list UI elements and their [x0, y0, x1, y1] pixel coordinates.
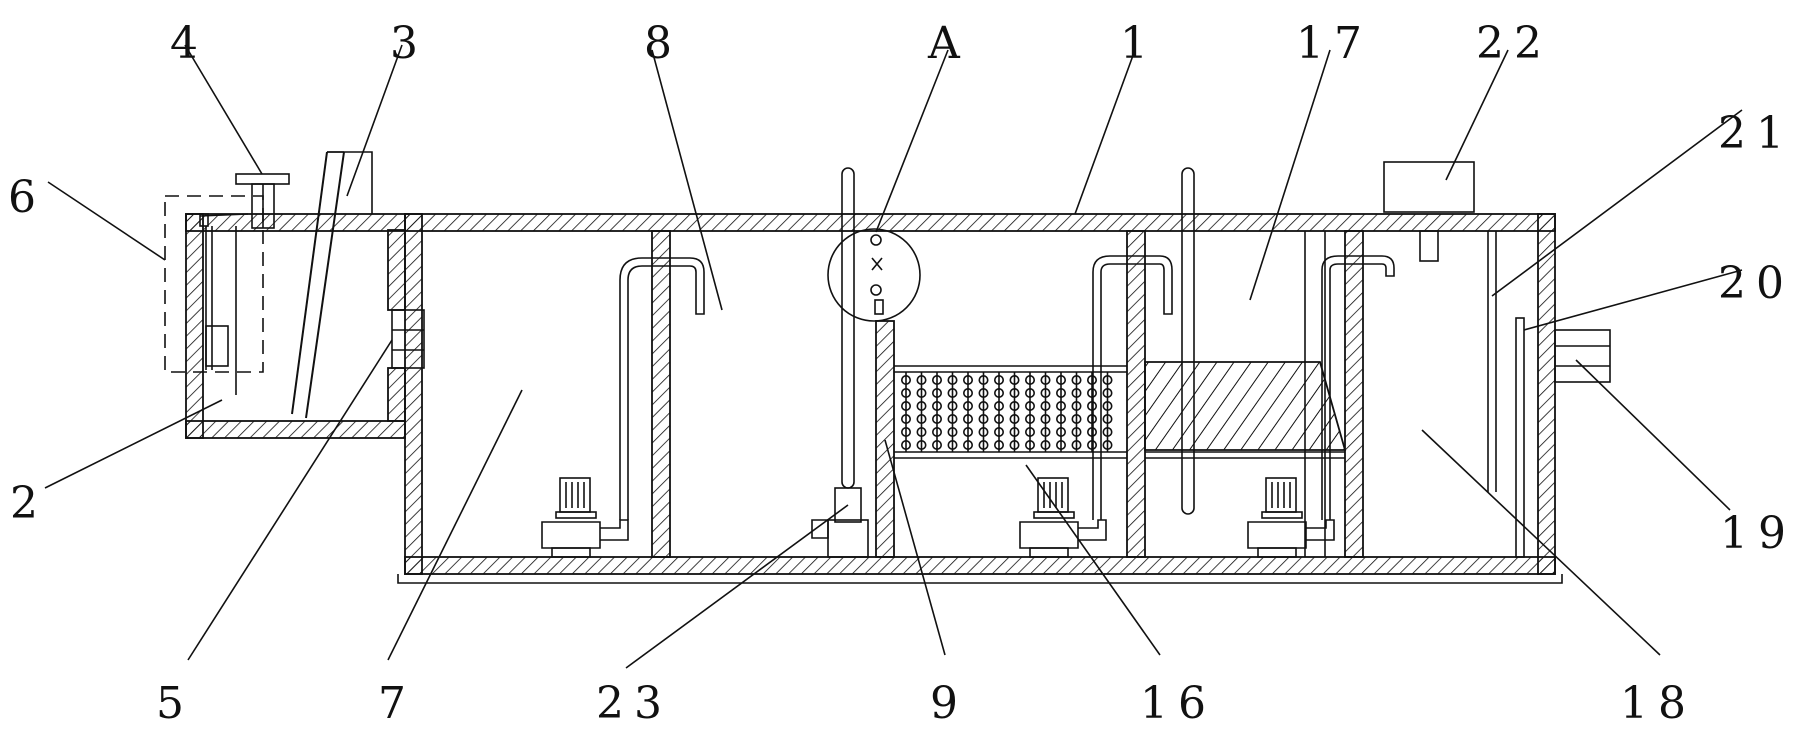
leader-17 [1250, 50, 1330, 300]
callout-A: A [927, 18, 961, 69]
callout-3: 3 [390, 18, 418, 69]
weir-plate [1516, 318, 1524, 557]
valve-dot [871, 285, 881, 295]
inclined-pipe-edge [306, 152, 344, 418]
pump-part [552, 548, 590, 557]
callout-23: 23 [596, 678, 672, 729]
pump-part [1030, 548, 1068, 557]
pump-part [1306, 520, 1334, 540]
inclined-plates [1145, 362, 1345, 450]
callout-9: 9 [930, 678, 958, 729]
leader-22 [1446, 50, 1508, 180]
pre-chamber-top-wall [186, 214, 405, 231]
pump-3 [1248, 478, 1334, 557]
pre-chamber-bottom-wall [186, 421, 405, 438]
hanging-filter-media [902, 372, 1112, 452]
leader-2 [45, 400, 222, 488]
pre-chamber-left-wall [186, 214, 203, 438]
pump-part [1258, 548, 1296, 557]
callout-8: 8 [644, 18, 672, 69]
pump-part [1034, 512, 1074, 518]
submersible-pump [812, 488, 868, 557]
callout-19: 19 [1720, 508, 1796, 559]
pump-part [1266, 478, 1296, 512]
float-body [206, 326, 228, 366]
outlet-pipe [1555, 330, 1610, 382]
leader-19 [1576, 360, 1730, 510]
divider-wall-17-18 [1345, 231, 1363, 557]
leader-20 [1524, 270, 1742, 330]
callout-5: 5 [156, 678, 184, 729]
leader-6 [48, 182, 165, 260]
pump-part [560, 478, 590, 512]
divider-wall-7-8 [652, 231, 670, 557]
callout-18: 18 [1620, 678, 1696, 729]
divider-wall-16-17 [1127, 231, 1145, 557]
tank-left-wall [405, 214, 422, 574]
callout-labels: 4 3 6 2 5 7 8 A 1 17 22 21 20 19 18 16 9… [8, 18, 1796, 729]
pump-part [1262, 512, 1302, 518]
callout-20: 20 [1718, 258, 1794, 309]
pump-part [1038, 478, 1068, 512]
callout-21: 21 [1718, 108, 1794, 159]
pump-part [1078, 520, 1106, 540]
leader-21 [1492, 110, 1742, 296]
leader-A [876, 50, 948, 232]
filter-frame [894, 366, 1127, 458]
pre-chamber-divider-lower [388, 368, 405, 421]
tank-bottom-wall [405, 557, 1555, 574]
callout-16: 16 [1140, 678, 1216, 729]
valve-dot [871, 235, 881, 245]
leader-1 [1075, 50, 1135, 214]
pump-1 [542, 478, 628, 557]
inclined-pipe-edge [292, 152, 327, 414]
callout-2: 2 [10, 478, 38, 529]
pump-part [542, 522, 600, 548]
control-box [1384, 162, 1474, 212]
main-tank [398, 214, 1562, 583]
tank-base-plate [398, 574, 1562, 583]
tank-top-wall [405, 214, 1555, 231]
inclined-pipe [292, 152, 372, 418]
tank-right-wall [1538, 214, 1555, 574]
pump-part [600, 520, 628, 540]
inclined-plate-pack [1145, 231, 1345, 557]
divider-wall-9 [876, 321, 894, 557]
callout-4: 4 [170, 18, 198, 69]
pump-part [556, 512, 596, 518]
pump-part [1248, 522, 1306, 548]
control-box-probe [1420, 231, 1438, 261]
flange-plate [236, 174, 289, 184]
callout-17: 17 [1296, 18, 1372, 69]
leader-5 [188, 340, 392, 660]
callout-6: 6 [8, 172, 36, 223]
valve-cross [872, 258, 882, 270]
submersible-pump-base [828, 520, 868, 557]
callout-7: 7 [378, 678, 406, 729]
callout-1: 1 [1120, 18, 1148, 69]
pre-chamber-divider-upper [388, 230, 405, 310]
inclined-pipe-head [327, 152, 372, 214]
valve-body [875, 300, 883, 314]
callout-22: 22 [1476, 18, 1552, 69]
